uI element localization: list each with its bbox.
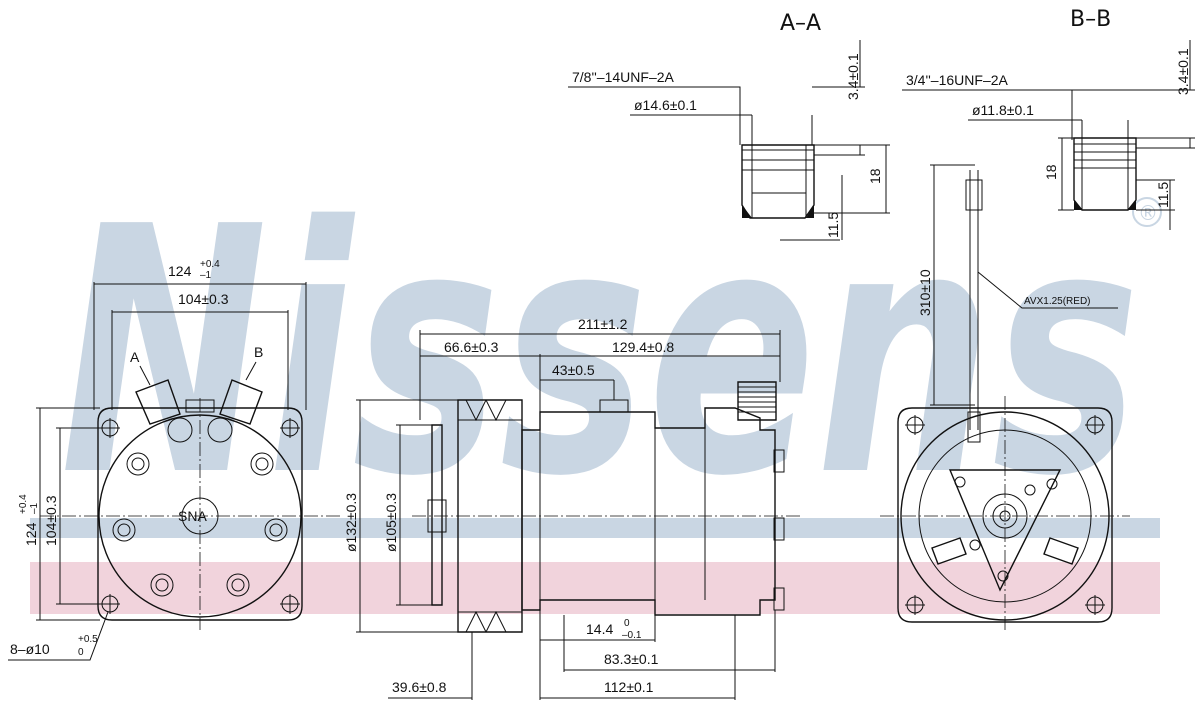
side-port-offset: 43±0.5 [552,362,595,378]
section-bb-thread: 3/4''–16UNF–2A [906,72,1009,88]
side-pulley-dia: ø132±0.3 [343,493,359,552]
rear-view: 310±10 AVX1.25(RED) [880,164,1130,630]
watermark-registered: ® [1138,201,1158,225]
front-height-outer-tol-up: +0.4 [18,494,29,514]
section-aa-diameter: ø14.6±0.1 [634,97,697,113]
section-bb-diameter: ø11.8±0.1 [972,102,1034,118]
side-body-base: 112±0.1 [604,679,654,695]
watermark-blue-band [30,518,1160,538]
rear-cable-label: AVX1.25(RED) [1024,296,1091,307]
section-aa: A–A 7/8''–14UNF–2A ø14.6±0.1 3.4±0.1 18 … [568,11,890,241]
side-pulley-width: 39.6±0.8 [392,679,447,695]
front-view: SNA A B 124 +0.4 –1 104±0.3 124 +0.4 –1 … [8,259,340,661]
front-height-outer-tol-down: –1 [29,502,40,514]
section-aa-height: 18 [867,168,883,184]
section-aa-thread: 7/8''–14UNF–2A [572,69,675,85]
front-width-outer-tol-down: –1 [200,270,212,281]
front-height-inner: 104±0.3 [43,495,59,546]
side-view: 211±1.2 66.6±0.3 129.4±0.8 43±0.5 ø132±0… [343,316,800,700]
side-body-length: 129.4±0.8 [612,339,674,355]
section-aa-depth-bottom: 11.5 [825,212,841,238]
front-holes-tol-up: +0.5 [78,634,98,645]
port-a-label: A [130,349,140,365]
rear-cable-length: 310±10 [917,269,933,316]
port-b-label: B [254,344,263,360]
registered-circle [1132,197,1162,227]
front-holes-tol-down: 0 [78,647,84,658]
front-holes: 8–ø10 [10,641,50,657]
section-bb: B–B 3/4''–16UNF–2A ø11.8±0.1 3.4±0.1 18 … [902,7,1195,230]
front-width-outer-tol-up: +0.4 [200,259,220,270]
front-center-mark: SNA [178,508,207,524]
front-height-outer: 124 [23,522,39,546]
watermark: Nissens ® [30,155,1162,614]
side-length-total: 211±1.2 [578,316,628,332]
side-flange-gap-tol-up: 0 [624,618,630,629]
side-flange-gap: 14.4 [586,621,613,637]
section-aa-depth-top: 3.4±0.1 [845,53,861,100]
section-aa-title: A–A [780,11,821,36]
section-bb-title: B–B [1070,7,1111,32]
section-bb-height: 18 [1043,164,1059,180]
side-mount-dist: 83.3±0.1 [604,651,659,667]
watermark-brand: Nissens [60,155,1140,551]
side-pulley-offset: 66.6±0.3 [444,339,499,355]
section-bb-depth-bottom: 11.5 [1155,182,1171,208]
section-bb-depth-top: 3.4±0.1 [1175,48,1191,95]
front-width-outer: 124 [168,263,192,279]
side-groove-dia: ø105±0.3 [383,493,399,552]
watermark-red-band [30,562,1160,614]
front-width-inner: 104±0.3 [178,291,229,307]
side-flange-gap-tol-down: –0.1 [622,630,642,641]
